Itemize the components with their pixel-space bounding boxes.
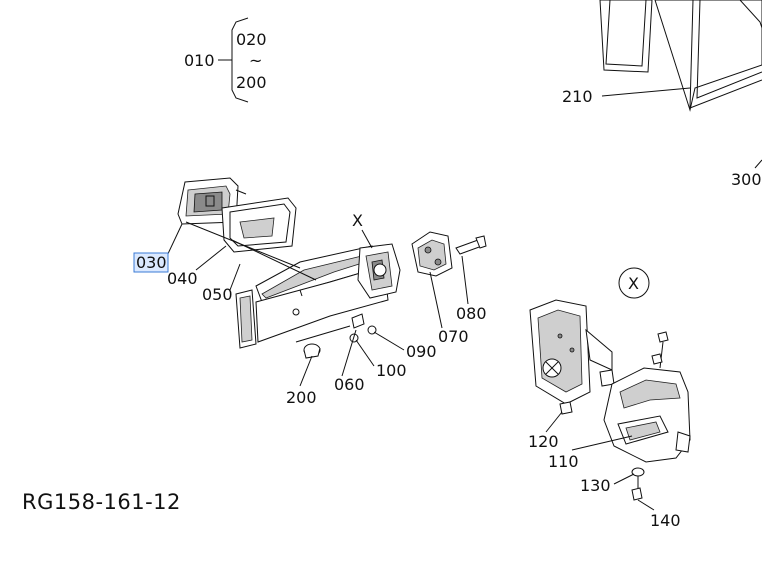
label-070[interactable]: 070 xyxy=(438,327,469,346)
cover-110 xyxy=(603,367,691,463)
selection-highlight xyxy=(133,252,169,273)
label-030[interactable]: 030 xyxy=(136,253,167,272)
label-050[interactable]: 050 xyxy=(202,285,233,304)
gasket-040 xyxy=(221,197,297,253)
label-200-bracket[interactable]: 200 xyxy=(236,73,267,92)
plate-070 xyxy=(411,231,453,277)
view-marker-x: X xyxy=(352,211,373,249)
label-120[interactable]: 120 xyxy=(528,432,559,451)
label-080[interactable]: 080 xyxy=(456,304,487,323)
label-200[interactable]: 200 xyxy=(286,388,317,407)
bracket-group: 010 020 ~ 200 xyxy=(184,17,267,103)
bolt-080 xyxy=(455,235,487,255)
leader-lines-right xyxy=(545,411,655,511)
label-060[interactable]: 060 xyxy=(334,375,365,394)
label-090[interactable]: 090 xyxy=(406,342,437,361)
view-x-circle: X xyxy=(618,267,650,299)
label-140[interactable]: 140 xyxy=(650,511,681,530)
view-marker-label: X xyxy=(352,211,363,230)
bracket-120 xyxy=(529,299,615,415)
label-020[interactable]: 020 xyxy=(236,30,267,49)
part-300-callout: 300 xyxy=(731,159,762,189)
label-210[interactable]: 210 xyxy=(562,87,593,106)
label-300[interactable]: 300 xyxy=(731,170,762,189)
label-130[interactable]: 130 xyxy=(580,476,611,495)
handle-lever-050 xyxy=(235,243,401,349)
label-040[interactable]: 040 xyxy=(167,269,198,288)
view-circle-label: X xyxy=(628,274,639,293)
label-100[interactable]: 100 xyxy=(376,361,407,380)
tilde-mark: ~ xyxy=(249,51,262,70)
label-110[interactable]: 110 xyxy=(548,452,579,471)
screws xyxy=(631,331,669,501)
drawing-code: RG158-161-12 xyxy=(22,490,181,514)
fasteners xyxy=(303,313,377,359)
label-010[interactable]: 010 xyxy=(184,51,215,70)
door-panel-210: 210 xyxy=(562,0,762,112)
leader-lines-left xyxy=(165,221,469,387)
